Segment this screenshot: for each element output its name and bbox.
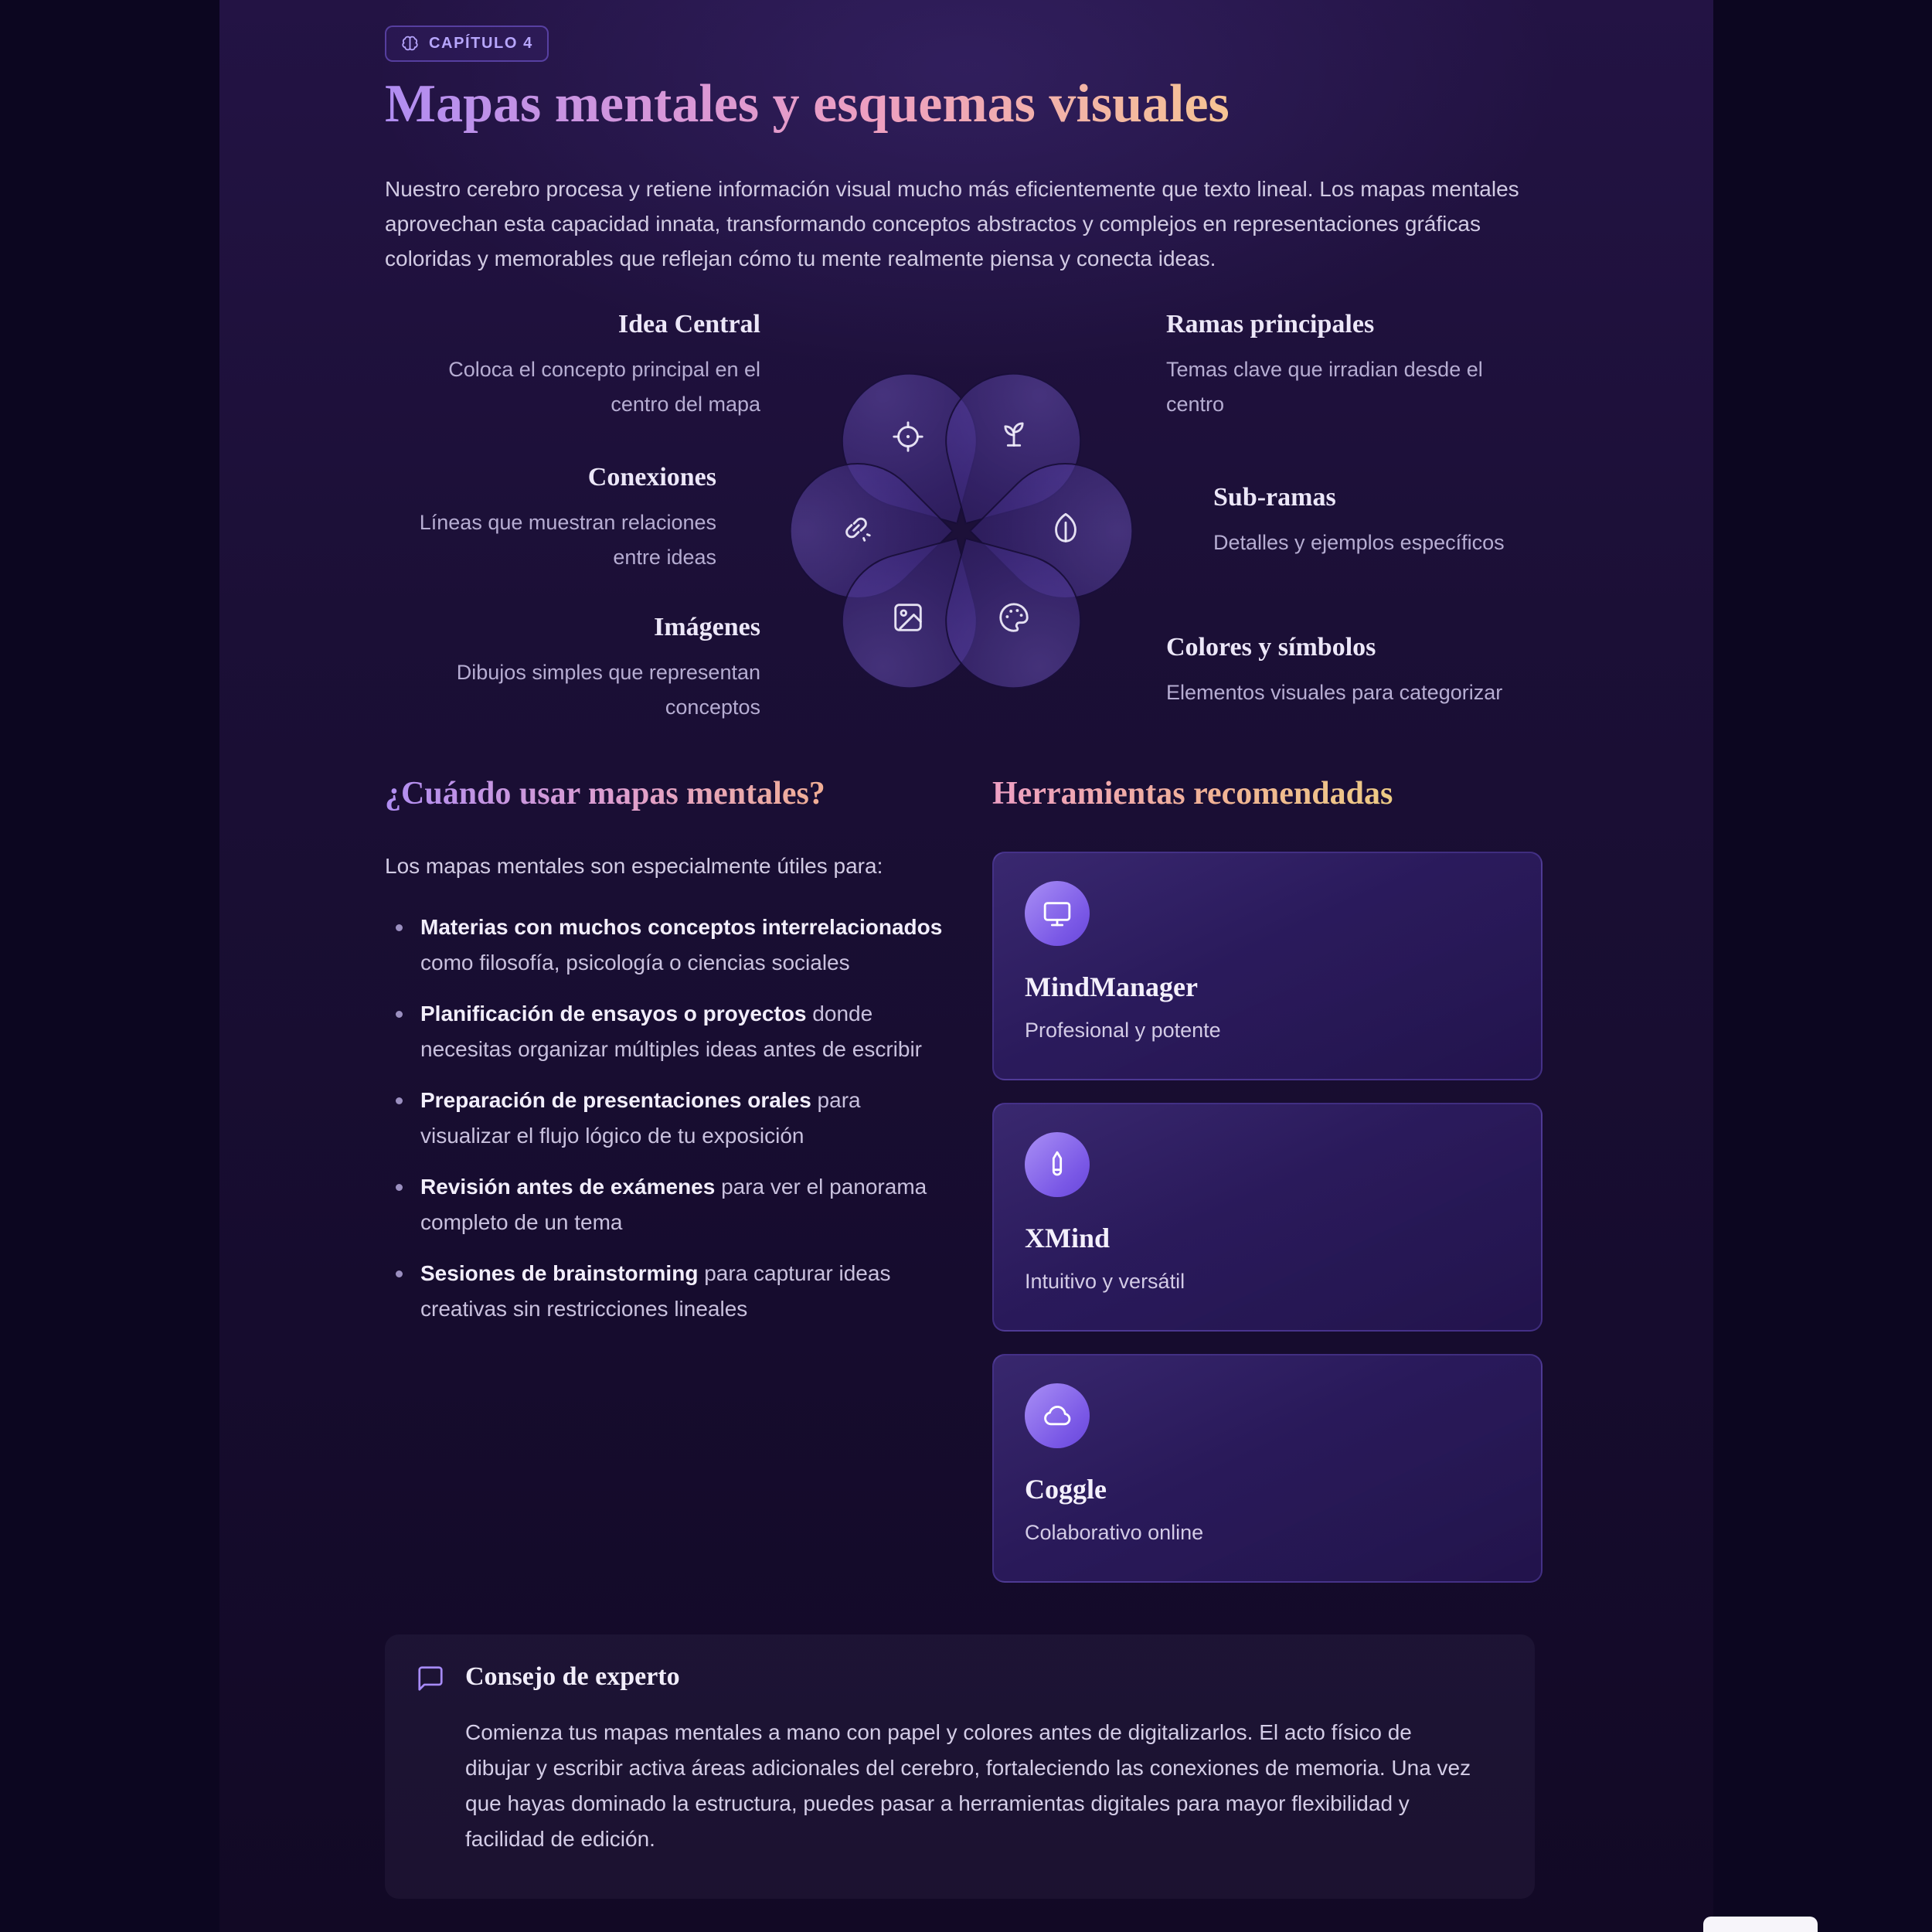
list-item-lead: Preparación de presentaciones orales <box>420 1088 811 1112</box>
mindmap-flower-diagram: Idea Central Coloca el concepto principa… <box>219 303 1713 782</box>
chapter-badge: CAPÍTULO 4 <box>385 26 549 62</box>
list-item-lead: Revisión antes de exámenes <box>420 1175 716 1199</box>
list-item-lead: Planificación de ensayos o proyectos <box>420 1002 807 1026</box>
diagram-item-title: Ramas principales <box>1166 310 1375 338</box>
diagram-item-title: Colores y símbolos <box>1166 633 1376 662</box>
diagram-item-description: Líneas que muestran relaciones entre ide… <box>419 511 716 569</box>
diagram-item-description: Detalles y ejemplos específicos <box>1213 531 1505 554</box>
list-item: Materias con muchos conceptos interrelac… <box>385 910 949 981</box>
diagram-item-title: Imágenes <box>654 613 760 641</box>
diagram-item-title: Conexiones <box>587 463 716 492</box>
chapter-badge-label: CAPÍTULO 4 <box>429 35 533 52</box>
expert-tip-heading: Consejo de experto <box>465 1662 680 1691</box>
diagram-item-description: Coloca el concepto principal en el centr… <box>448 358 760 416</box>
list-item: Preparación de presentaciones orales par… <box>385 1083 949 1154</box>
leaf-icon <box>1048 510 1083 546</box>
tools-heading: Herramientas recomendadas <box>992 773 1393 815</box>
diagram-label-sub-ramas: Sub-ramas Detalles y ejemplos específico… <box>1213 481 1615 560</box>
tool-name: Coggle <box>1025 1474 1107 1505</box>
list-item: Planificación de ensayos o proyectos don… <box>385 996 949 1067</box>
brain-icon <box>400 34 420 53</box>
image-icon <box>890 600 926 635</box>
palette-icon <box>996 600 1032 635</box>
diagram-label-idea-central: Idea Central Coloca el concepto principa… <box>397 308 760 422</box>
tool-name: XMind <box>1025 1223 1111 1253</box>
diagram-label-conexiones: Conexiones Líneas que muestran relacione… <box>376 461 716 575</box>
pen-icon <box>1025 1132 1090 1197</box>
list-item-rest: como filosofía, psicología o ciencias so… <box>420 951 850 975</box>
quote-bubble-icon <box>416 1664 445 1697</box>
diagram-label-ramas-principales: Ramas principales Temas clave que irradi… <box>1166 308 1522 422</box>
target-icon <box>890 419 926 454</box>
when-to-use-section: ¿Cuándo usar mapas mentales? Los mapas m… <box>385 773 988 1342</box>
content-column: CAPÍTULO 4 Mapas mentales y esquemas vis… <box>219 0 1713 1932</box>
tool-description: Colaborativo online <box>1025 1521 1204 1544</box>
monitor-icon <box>1025 881 1090 946</box>
tools-card-list: MindManager Profesional y potente XMind … <box>992 852 1543 1583</box>
when-to-use-heading: ¿Cuándo usar mapas mentales? <box>385 773 825 815</box>
tool-description: Profesional y potente <box>1025 1019 1221 1042</box>
when-to-use-intro: Los mapas mentales son especialmente úti… <box>385 854 883 878</box>
when-to-use-list: Materias con muchos conceptos interrelac… <box>385 910 949 1327</box>
expert-tip-panel: Consejo de experto Comienza tus mapas me… <box>385 1634 1535 1899</box>
page-title: Mapas mentales y esquemas visuales <box>385 71 1230 138</box>
diagram-item-description: Elementos visuales para categorizar <box>1166 681 1503 704</box>
link-icon <box>838 510 874 546</box>
list-item-rest: para capturar ideas creativas sin restri… <box>420 1261 891 1321</box>
cloud-icon <box>1025 1383 1090 1448</box>
list-item-rest: donde necesitas organizar múltiples idea… <box>420 1002 922 1061</box>
diagram-label-imagenes: Imágenes Dibujos simples que representan… <box>413 611 760 725</box>
list-item: Sesiones de brainstorming para capturar … <box>385 1256 949 1327</box>
diagram-item-description: Dibujos simples que representan concepto… <box>456 661 760 719</box>
expert-tip-body: Comienza tus mapas mentales a mano con p… <box>465 1720 1471 1851</box>
tools-section: Herramientas recomendadas MindManager Pr… <box>992 773 1543 1605</box>
diagram-item-title: Sub-ramas <box>1213 483 1336 512</box>
list-item-lead: Materias con muchos conceptos interrelac… <box>420 915 943 939</box>
tool-card-xmind: XMind Intuitivo y versátil <box>992 1103 1543 1332</box>
list-item-rest: para ver el panorama completo de un tema <box>420 1175 927 1234</box>
list-item-rest: para visualizar el flujo lógico de tu ex… <box>420 1088 861 1148</box>
diagram-label-colores-simbolos: Colores y símbolos Elementos visuales pa… <box>1166 631 1568 710</box>
intro-paragraph: Nuestro cerebro procesa y retiene inform… <box>385 177 1519 270</box>
list-item: Revisión antes de exámenes para ver el p… <box>385 1169 949 1240</box>
sprout-icon <box>996 416 1032 451</box>
diagram-item-description: Temas clave que irradian desde el centro <box>1166 358 1483 416</box>
diagram-item-title: Idea Central <box>617 310 760 338</box>
tool-description: Intuitivo y versátil <box>1025 1270 1185 1293</box>
tool-name: MindManager <box>1025 971 1198 1002</box>
corner-watermark-button[interactable] <box>1703 1917 1818 1932</box>
tool-card-coggle: Coggle Colaborativo online <box>992 1354 1543 1583</box>
tool-card-mindmanager: MindManager Profesional y potente <box>992 852 1543 1080</box>
list-item-lead: Sesiones de brainstorming <box>420 1261 699 1285</box>
